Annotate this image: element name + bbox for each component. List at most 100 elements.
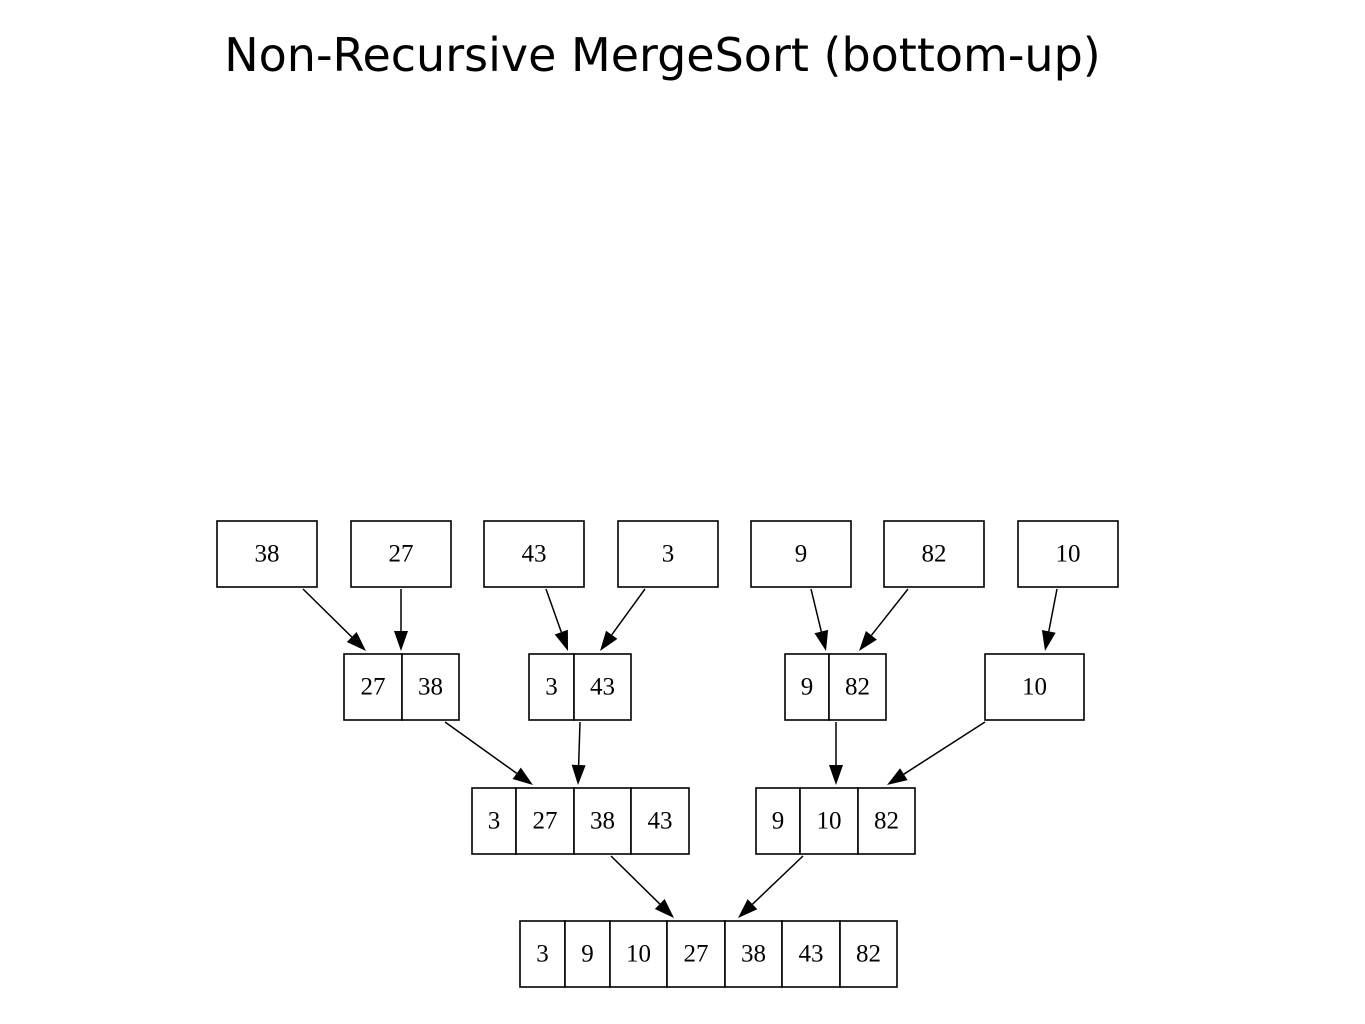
merge-arrow-line [545,588,563,633]
array-cell [343,653,403,721]
array-cell [750,520,852,588]
array-cell-value: 38 [741,941,766,968]
merge-arrow-line [751,855,804,905]
array-cell [573,653,632,721]
array-cell-value: 10 [1056,541,1081,568]
merge-arrow [887,721,986,785]
arrow-head-icon [829,765,843,785]
merge-arrow [810,588,829,651]
merge-arrow-line [1048,588,1058,632]
arrow-head-icon [887,768,908,785]
array-cell-value: 3 [545,674,558,701]
array-cell [528,653,575,721]
merge-arrow-line [444,721,518,774]
array-cell [784,653,830,721]
arrow-head-icon [346,631,366,651]
array-cell-value: 27 [361,674,386,701]
array-box: 38 [216,520,318,588]
merge-arrow [394,589,408,651]
array-cell [519,920,566,988]
array-cell-value: 82 [845,674,870,701]
array-cell-value: 38 [255,541,280,568]
arrow-head-icon [738,899,758,918]
array-cell-value: 43 [590,674,615,701]
arrow-head-icon [600,630,618,651]
merge-arrow-line [610,855,661,905]
arrow-head-icon [859,630,877,651]
array-cell [609,920,668,988]
array-cell [483,520,585,588]
array-box: 9 [750,520,852,588]
array-cell [573,787,632,855]
array-cell [839,920,898,988]
array-box: 27 38 [343,653,460,721]
array-cell-value: 3 [536,941,549,968]
arrow-head-icon [571,764,586,785]
array-box: 10 [1017,520,1119,588]
merge-arrow [444,721,533,785]
array-box: 43 [483,520,585,588]
merge-arrow [302,588,366,651]
array-cell-value: 3 [662,541,675,568]
array-cell [401,653,460,721]
array-cell [755,787,801,855]
merge-arrow-line [870,588,909,636]
array-cell-value: 9 [581,941,594,968]
slide-title: Non-Recursive MergeSort (bottom-up) [224,28,1101,82]
merge-arrow-line [302,588,353,638]
array-cell-value: 43 [799,941,824,968]
arrow-head-icon [512,767,533,785]
array-cell [883,520,985,588]
array-cell-value: 82 [922,541,947,568]
array-cell-value: 82 [856,941,881,968]
array-box: 82 [883,520,985,588]
array-cell-value: 27 [389,541,414,568]
arrow-head-icon [654,898,674,918]
array-cell [350,520,452,588]
arrow-head-icon [554,629,568,651]
array-cell-value: 9 [795,541,808,568]
array-cell [666,920,726,988]
array-box: 9 82 [784,653,887,721]
array-cell-value: 3 [488,808,501,835]
array-cell [984,653,1085,721]
array-cell-value: 10 [626,941,651,968]
array-cell [617,520,719,588]
array-cell-value: 10 [1022,674,1047,701]
array-cell-value: 82 [874,808,899,835]
merge-arrow-line [810,588,823,632]
array-cell [724,920,783,988]
merge-arrow [600,588,646,651]
array-box: 3 27 38 43 [471,787,690,855]
array-cell [630,787,690,855]
array-cell [564,920,611,988]
merge-arrow-line [577,721,581,766]
merge-arrow [859,588,909,651]
array-box: 10 [984,653,1085,721]
array-box: 27 [350,520,452,588]
arrow-head-icon [814,629,829,651]
array-cell-value: 38 [590,808,615,835]
arrow-head-icon [394,631,408,651]
array-cell-value: 10 [817,808,842,835]
array-cell [471,787,517,855]
array-cell-value: 43 [648,808,673,835]
merge-arrow [545,588,568,651]
array-cell-value: 38 [418,674,443,701]
array-cell-value: 9 [772,808,785,835]
merge-arrow [1041,588,1058,651]
merge-arrow [738,855,804,918]
merge-arrow-line [903,721,986,775]
array-cell [857,787,916,855]
arrow-head-icon [1041,630,1056,651]
array-cell [216,520,318,588]
array-cell-value: 43 [522,541,547,568]
merge-arrow-line [611,588,646,636]
array-cell-value: 27 [533,808,558,835]
array-cell [515,787,575,855]
array-cell [828,653,887,721]
array-cell-value: 9 [801,674,814,701]
array-box: 9 10 82 [755,787,916,855]
